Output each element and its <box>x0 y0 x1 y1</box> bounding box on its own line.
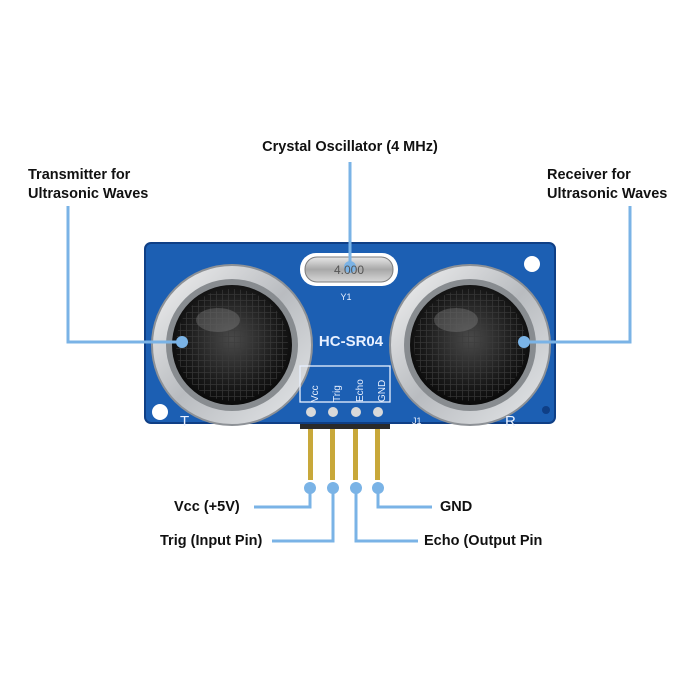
crystal-marking: 4.000 <box>334 263 364 277</box>
receiver-label-line1: Receiver for <box>547 167 631 183</box>
callout-lines <box>66 162 632 543</box>
silk-trig: Trig <box>332 385 343 402</box>
header-pads <box>299 365 391 417</box>
mount-hole-bottom-right <box>542 406 550 414</box>
trig-label: Trig (Input Pin) <box>160 533 263 549</box>
receiver-transducer <box>389 264 551 426</box>
pin-header-plastic <box>300 420 390 429</box>
pin-echo <box>353 418 358 480</box>
receiver-label-line2: Ultrasonic Waves <box>547 186 668 202</box>
pin-trig <box>330 418 335 480</box>
callout-dots <box>176 261 530 494</box>
crystal-label: Crystal Oscillator (4 MHz) <box>262 139 438 155</box>
transmitter-label-line1: Transmitter for <box>28 167 131 183</box>
transmitter-label-line2: Ultrasonic Waves <box>28 186 149 202</box>
receiver-mark: R <box>505 413 516 430</box>
transmitter-label: Transmitter for Ultrasonic Waves <box>28 166 148 204</box>
mount-hole-top-right <box>524 256 540 272</box>
header-pins <box>300 418 390 480</box>
gnd-label: GND <box>440 499 473 515</box>
receiver-label: Receiver for Ultrasonic Waves <box>547 166 667 204</box>
transmitter-transducer <box>151 264 313 426</box>
echo-label: Echo (Output Pin <box>424 533 543 549</box>
silk-vcc: Vcc <box>310 385 321 402</box>
silk-echo: Echo <box>355 379 366 402</box>
pin-vcc <box>308 418 313 480</box>
silk-gnd: GND <box>377 380 388 402</box>
pin-gnd <box>375 418 380 480</box>
connector-ref: J1 <box>412 416 422 426</box>
mount-hole-bottom-left <box>152 404 168 420</box>
crystal-ref: Y1 <box>340 292 351 302</box>
transmitter-mark: T <box>180 413 189 430</box>
vcc-label: Vcc (+5V) <box>174 499 240 515</box>
board-model: HC-SR04 <box>319 333 384 350</box>
